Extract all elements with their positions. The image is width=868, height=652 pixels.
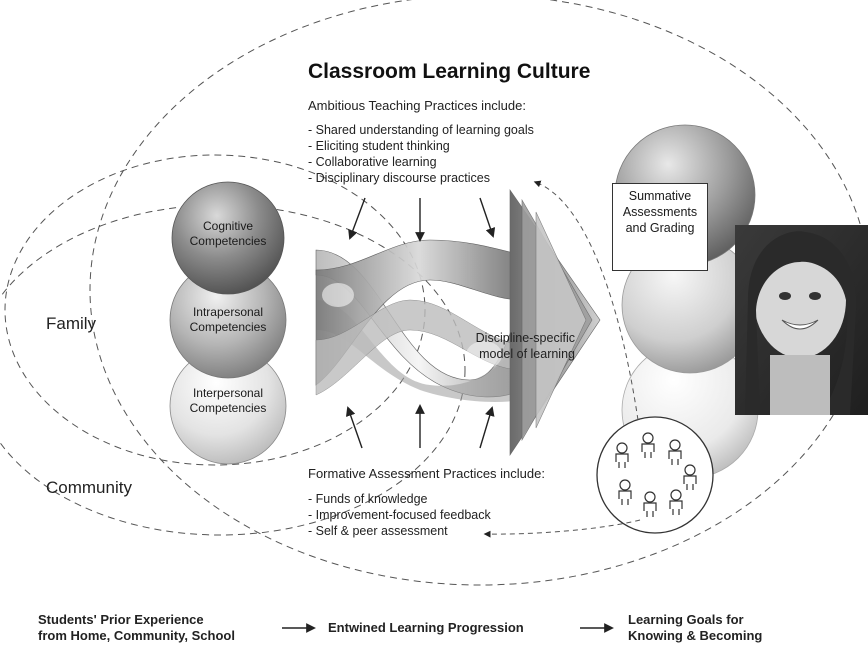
ambitious-list: - Shared understanding of learning goals… [308,122,534,186]
list-item: - Shared understanding of learning goals [308,123,534,137]
list-item: - Improvement-focused feedback [308,508,491,522]
list-item: - Eliciting student thinking [308,139,450,153]
teaching-arrows [348,197,496,242]
formative-list: - Funds of knowledge - Improvement-focus… [308,491,491,539]
diagram-title: Classroom Learning Culture [308,60,591,83]
family-label: Family [46,314,97,333]
cognitive-sphere [171,181,285,295]
feedback-arrows [483,180,641,538]
list-item: - Disciplinary discourse practices [308,171,491,185]
community-label: Community [46,478,132,497]
entwined-progression [315,239,523,402]
summative-box: Summative Assessments and Grading [612,183,708,271]
ambitious-heading: Ambitious Teaching Practices include: [308,98,526,113]
formative-heading: Formative Assessment Practices include: [308,466,545,481]
classroom-ring [89,0,868,586]
student-photo [735,225,868,415]
assessment-arrows [345,404,495,449]
competency-spheres [169,181,287,465]
peer-group-icon [596,416,714,534]
list-item: - Collaborative learning [308,155,437,169]
list-item: - Funds of knowledge [308,492,428,506]
progression-arrowheads [509,189,601,456]
list-item: - Self & peer assessment [308,524,448,538]
footer-progression: Entwined Learning Progression [328,620,524,635]
